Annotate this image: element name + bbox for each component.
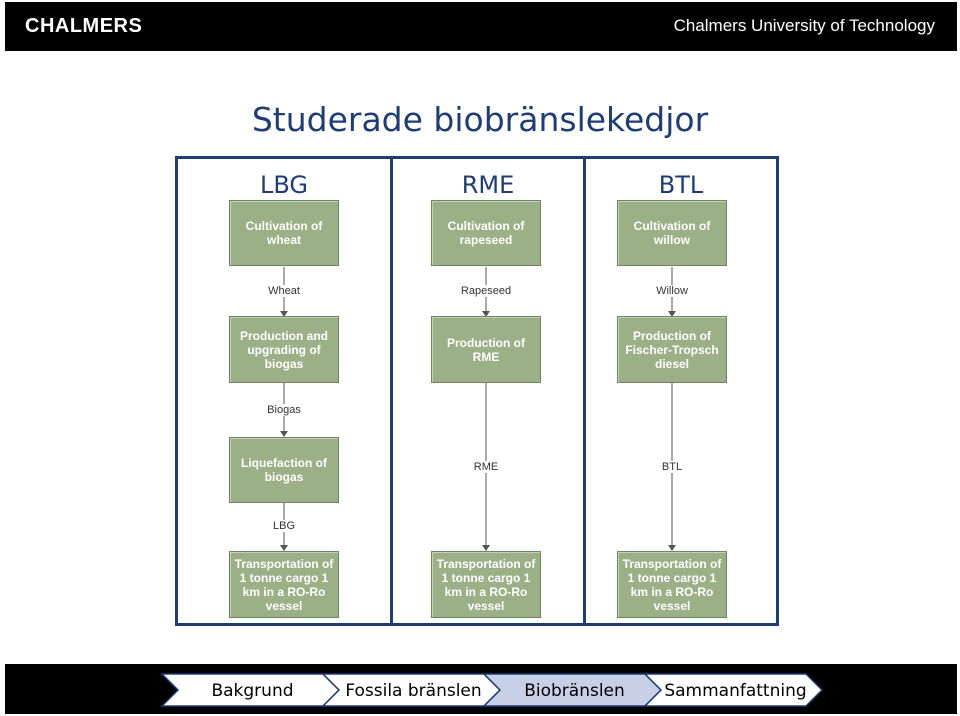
box-cultivation-wheat: Cultivation of wheat bbox=[229, 200, 339, 266]
box-production-biogas: Production and upgrading of biogas bbox=[229, 316, 339, 383]
column-lbg: LBG Cultivation of wheat Wheat Productio… bbox=[175, 156, 393, 626]
box-cultivation-rapeseed: Cultivation of rapeseed bbox=[431, 200, 541, 266]
flow-label-biogas: Biogas bbox=[265, 404, 303, 416]
flow-label-rme: RME bbox=[471, 461, 501, 473]
biofuel-chains-diagram: LBG Cultivation of wheat Wheat Productio… bbox=[175, 156, 779, 626]
nav-chevron-3 bbox=[643, 673, 824, 707]
column-heading-lbg: LBG bbox=[259, 171, 308, 199]
box-production-rme: Production of RME bbox=[431, 316, 541, 383]
slide-title: Studerade biobränslekedjor bbox=[251, 100, 709, 139]
flow-label-lbg: LBG bbox=[270, 520, 298, 532]
flow-label-btl: BTL bbox=[659, 461, 685, 473]
nav-item-biobranslen[interactable]: Biobränslen bbox=[524, 681, 625, 701]
column-heading-rme: RME bbox=[461, 171, 515, 199]
flow-label-willow: Willow bbox=[654, 285, 690, 297]
nav-item-fossila-branslen[interactable]: Fossila bränslen bbox=[345, 681, 482, 701]
box-liquefaction-biogas: Liquefaction of biogas bbox=[229, 437, 339, 503]
column-btl: BTL Cultivation of willow Willow Product… bbox=[583, 156, 779, 626]
university-name: Chalmers University of Technology bbox=[673, 16, 935, 35]
box-transportation-btl: Transportation of 1 tonne cargo 1 km in … bbox=[617, 551, 727, 618]
header-bar: CHALMERS Chalmers University of Technolo… bbox=[5, 2, 957, 51]
column-heading-btl: BTL bbox=[658, 171, 704, 199]
box-production-ft-diesel: Production of Fischer-Tropsch diesel bbox=[617, 316, 727, 383]
box-transportation-rme: Transportation of 1 tonne cargo 1 km in … bbox=[431, 551, 541, 618]
flow-label-rapeseed: Rapeseed bbox=[458, 285, 514, 297]
nav-item-sammanfattning[interactable]: Sammanfattning bbox=[664, 681, 807, 701]
navigation-bar: Bakgrund Fossila bränslen Biobränslen Sa… bbox=[5, 664, 957, 714]
column-rme: RME Cultivation of rapeseed Rapeseed Pro… bbox=[390, 156, 586, 626]
flow-label-wheat: Wheat bbox=[266, 285, 302, 297]
chalmers-logo: CHALMERS bbox=[25, 15, 143, 37]
nav-chevrons bbox=[160, 673, 824, 707]
box-transportation-lbg: Transportation of 1 tonne cargo 1 km in … bbox=[229, 551, 339, 618]
nav-item-bakgrund[interactable]: Bakgrund bbox=[211, 681, 294, 701]
box-cultivation-willow: Cultivation of willow bbox=[617, 200, 727, 266]
